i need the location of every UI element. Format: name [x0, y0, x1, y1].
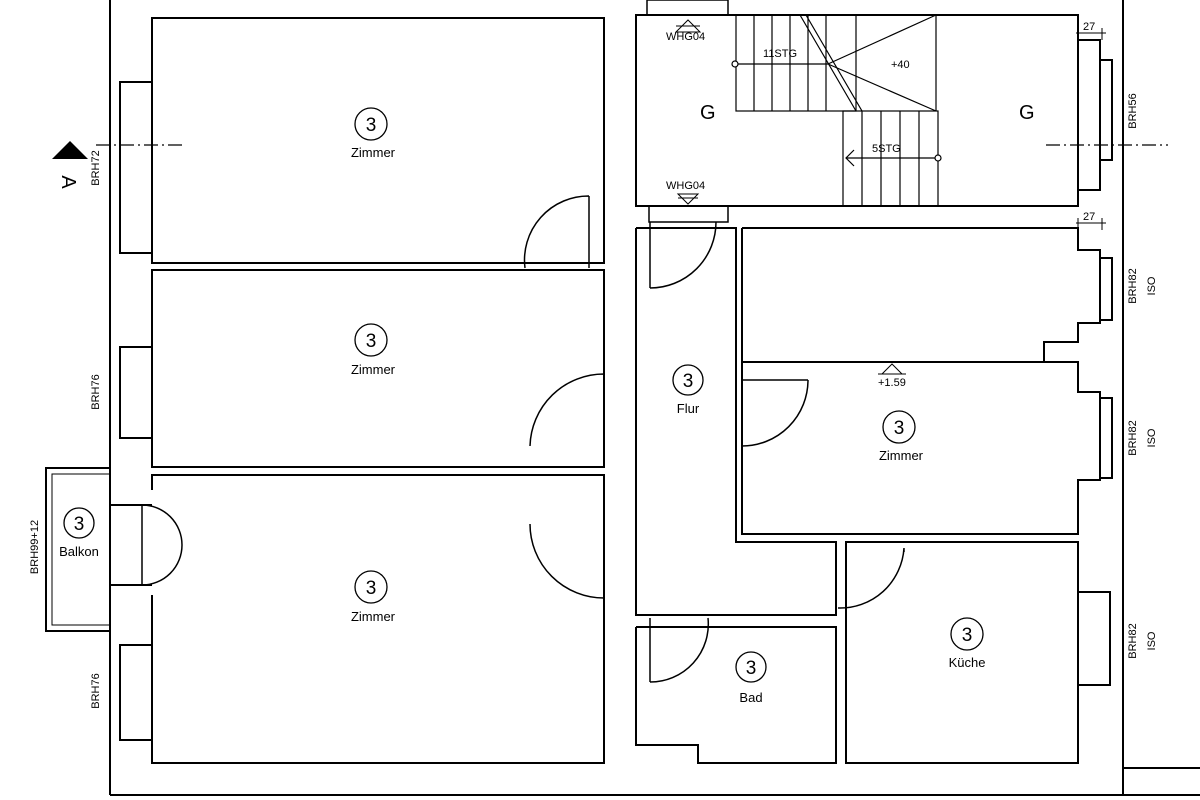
door-flur-entry: [649, 221, 717, 289]
door-kueche: [837, 547, 905, 609]
door-bad: [649, 617, 710, 683]
stair-arrow-down: [845, 149, 942, 167]
room-bad: [635, 626, 837, 764]
door-zimmer-4: [741, 379, 809, 447]
room-flur: [635, 227, 837, 616]
stairwell-bottom-notch: [648, 206, 729, 223]
landing-left-label: G: [700, 102, 716, 124]
window-label-right-bottom: BRH82: [1127, 623, 1139, 658]
landing-right-label: G: [1019, 102, 1035, 124]
whg-marker-top-icon: [674, 19, 702, 33]
window-label-right-top: BRH56: [1127, 93, 1139, 128]
window-label-left-mid: BRH76: [90, 374, 102, 409]
dimension-mid-right-label: 27: [1083, 211, 1095, 223]
room-number: 3: [366, 331, 377, 352]
stair-arrow-up: [731, 60, 828, 68]
level-marker-icon: [878, 363, 906, 375]
room-number: 3: [962, 625, 973, 646]
room-number: 3: [683, 371, 694, 392]
door-balkon-bottom: [141, 544, 183, 586]
stairwell-top-notch: [646, 0, 729, 15]
stair-up-label: 11STG: [763, 48, 797, 60]
door-balkon-top: [141, 504, 183, 546]
stair-treads-upper: [753, 15, 827, 111]
room-zimmer-1: [151, 17, 605, 264]
room-name-flur: Flur: [677, 401, 700, 416]
room-number-circle: [735, 651, 767, 683]
window-bay-right-mid2: [1100, 397, 1113, 479]
whg-bottom-label: WHG04: [666, 180, 705, 192]
room-zimmer-2: [151, 269, 605, 468]
room-name-zimmer-2: Zimmer: [351, 362, 396, 377]
room-number: 3: [74, 514, 85, 535]
dimension-mid-right: [1076, 218, 1106, 230]
section-marker-icon: [52, 141, 88, 159]
room-number-circle: [950, 617, 984, 651]
window-bay-left-top: [119, 81, 152, 254]
stair-down-label: 5STG: [872, 143, 901, 155]
room-name-kueche: Küche: [949, 655, 986, 670]
window-label-iso-2: ISO: [1146, 428, 1158, 447]
window-label-right-mid1: BRH82: [1127, 268, 1139, 303]
window-label-left-top: BRH72: [90, 150, 102, 185]
level-marker-label: +1.59: [878, 377, 906, 389]
room-number-circle: [354, 570, 388, 604]
room-name-balkon: Balkon: [59, 544, 99, 559]
room-number-circle: [882, 410, 916, 444]
kueche-window-jamb: [1078, 591, 1111, 686]
room-name-zimmer-4: Zimmer: [879, 448, 924, 463]
room-zimmer-4: [741, 227, 1101, 363]
room-number: 3: [366, 578, 377, 599]
window-bay-right-top: [1100, 59, 1113, 161]
room-name-bad: Bad: [739, 690, 762, 705]
room-zimmer-4-lower: [741, 361, 1101, 535]
room-number-circle: [63, 507, 95, 539]
window-label-left-balcony: BRH99+12: [29, 520, 41, 574]
door-zimmer-1: [523, 195, 590, 269]
room-kueche: [845, 541, 1079, 764]
room-number: 3: [894, 418, 905, 439]
window-bay-left-mid: [119, 346, 152, 439]
whg-top-label: WHG04: [666, 31, 705, 43]
room-number-circle: [672, 364, 704, 396]
room-name-zimmer-1: Zimmer: [351, 145, 396, 160]
window-label-right-mid2: BRH82: [1127, 420, 1139, 455]
stairwell-right-wall: [1077, 15, 1101, 206]
room-number: 3: [366, 115, 377, 136]
door-zimmer-2: [529, 373, 605, 447]
whg-marker-bottom-icon: [676, 193, 700, 205]
door-zimmer-3: [529, 523, 605, 599]
stair-level-label: +40: [891, 59, 910, 71]
section-marker-label: A: [57, 175, 79, 189]
stair-winders: [799, 14, 937, 112]
room-number: 3: [746, 658, 757, 679]
room-number-circle: [354, 323, 388, 357]
window-label-iso-1: ISO: [1146, 276, 1158, 295]
window-bay-left-bottom: [119, 644, 152, 741]
window-label-left-bottom: BRH76: [90, 673, 102, 708]
room-zimmer-3: [151, 474, 605, 764]
balkon-inner: [51, 473, 111, 626]
room-number-circle: [354, 107, 388, 141]
dimension-top-right: [1076, 28, 1106, 40]
window-label-iso-3: ISO: [1146, 631, 1158, 650]
window-bay-right-mid1: [1100, 257, 1113, 321]
dimension-top-right-label: 27: [1083, 21, 1095, 33]
room-name-zimmer-3: Zimmer: [351, 609, 396, 624]
